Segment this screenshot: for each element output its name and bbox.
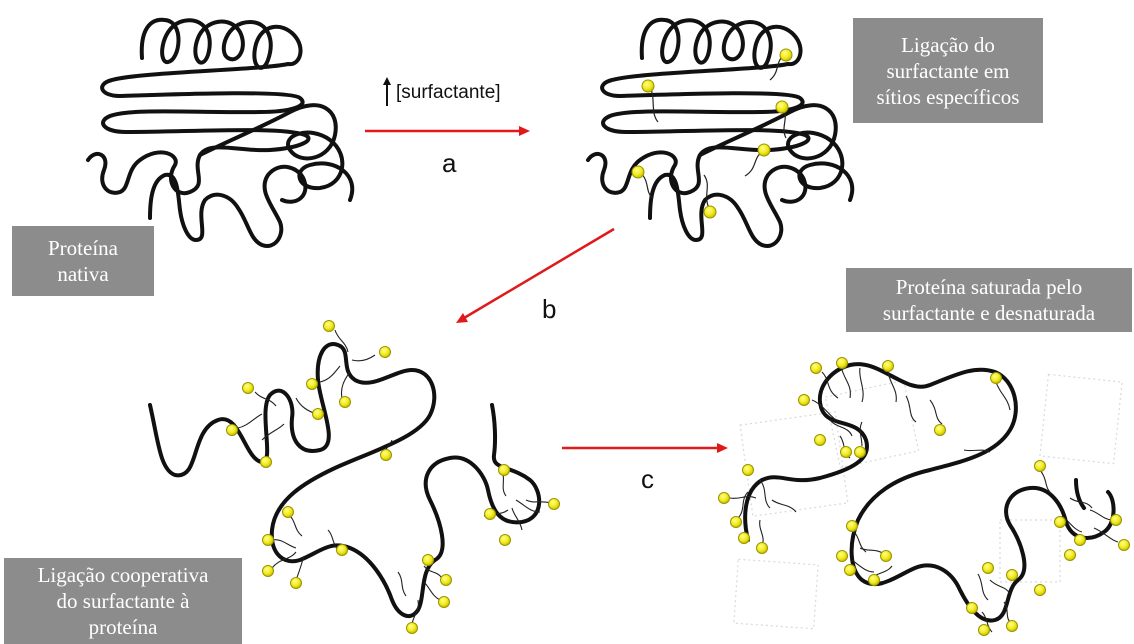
native-protein-line2: nativa [12, 261, 154, 287]
specific-binding-line3: sítios específicos [853, 84, 1043, 110]
specific-binding-line2: surfactante em [853, 58, 1043, 84]
cooperative-surfactant-heads [227, 321, 560, 634]
cooperative-line3: proteína [4, 614, 242, 640]
concentration-label: [surfactante] [396, 82, 501, 104]
cooperative-line1: Ligação cooperativa [4, 562, 242, 588]
arrow-c-head [717, 443, 728, 453]
arrow-b [464, 229, 614, 318]
saturated-surfactant-heads [719, 358, 1130, 636]
native-protein [88, 20, 352, 246]
native-protein-line1: Proteína [12, 235, 154, 261]
saturated-protein-label: Proteína saturada pelo surfactante e des… [846, 268, 1132, 332]
specific-binding-label: Ligação do surfactante em sítios específ… [853, 18, 1043, 123]
arrows [365, 126, 728, 453]
protein-specific-binding [588, 20, 852, 246]
step-a-label: a [442, 148, 456, 179]
arrow-a-head [519, 126, 530, 136]
specific-binding-line1: Ligação do [853, 32, 1043, 58]
saturated-line1: Proteína saturada pelo [846, 274, 1132, 300]
step-b-label: b [542, 294, 556, 325]
cooperative-binding-label: Ligação cooperativa do surfactante à pro… [4, 558, 242, 644]
concentration-up-arrow [383, 77, 391, 106]
saturated-faint-micelles [734, 374, 1122, 628]
native-protein-label: Proteína nativa [12, 226, 154, 296]
step-c-label: c [641, 464, 654, 495]
saturated-line2: surfactante e desnaturada [846, 300, 1132, 326]
saturated-surfactant-tails [730, 368, 1118, 632]
cooperative-line2: do surfactante à [4, 588, 242, 614]
